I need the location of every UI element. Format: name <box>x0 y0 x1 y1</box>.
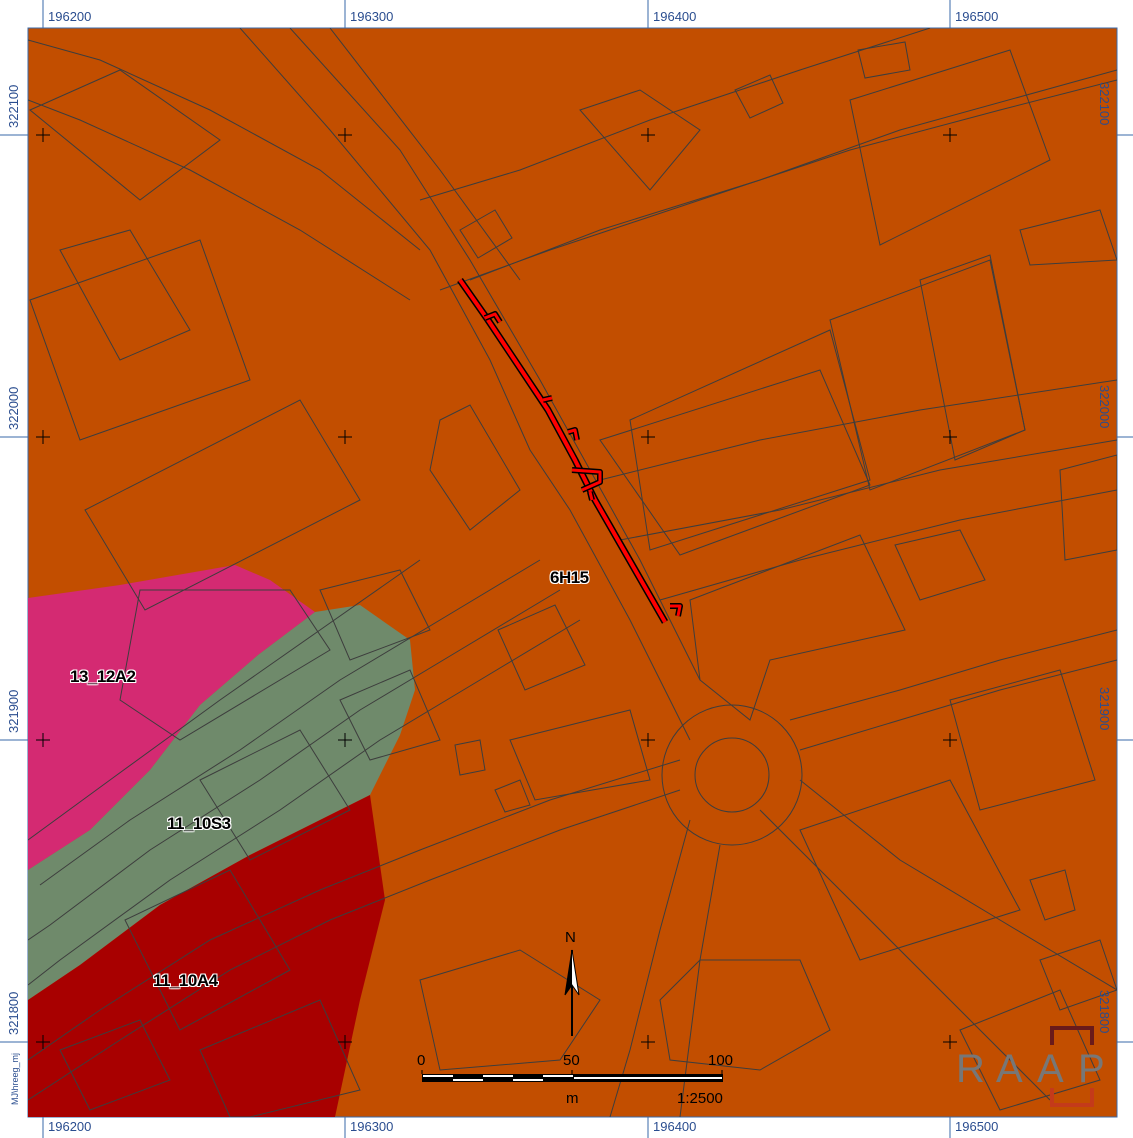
unit-label-11_10S3: 11_10S3 <box>167 814 231 833</box>
coord-bottom-196500: 196500 <box>955 1119 999 1134</box>
north-arrow-icon <box>564 949 580 1036</box>
coord-left-321800: 321800 <box>6 991 21 1035</box>
logo-letter-r: R <box>956 1047 985 1091</box>
grid-crosses <box>36 128 957 1049</box>
scale-ratio: 1:2500 <box>677 1090 723 1107</box>
coord-bottom-196300: 196300 <box>350 1119 394 1134</box>
coord-top-196400: 196400 <box>653 9 697 24</box>
trench-outline <box>457 277 683 624</box>
coord-right-322100: 322100 <box>1097 82 1112 126</box>
soil-unit-13_12A2 <box>28 565 315 870</box>
coord-left-321900: 321900 <box>6 689 21 733</box>
credit-text: MJ\hreeg_mj <box>10 1052 20 1105</box>
coord-bottom-196200: 196200 <box>48 1119 92 1134</box>
coord-right-321800: 321800 <box>1097 990 1112 1034</box>
scale-label-0: 0 <box>417 1052 426 1069</box>
scale-label-50: 50 <box>563 1052 580 1069</box>
unit-label-13_12A2: 13_12A2 <box>70 667 136 686</box>
coord-right-322000: 322000 <box>1097 385 1112 429</box>
north-label: N <box>565 929 576 946</box>
coord-right-321900: 321900 <box>1097 687 1112 731</box>
raap-logo-icon <box>1050 1026 1094 1107</box>
scale-bar-graphic <box>421 1070 723 1082</box>
logo-letter-p: P <box>1078 1047 1105 1091</box>
topography-lines <box>28 28 1117 1117</box>
coord-bottom-196400: 196400 <box>653 1119 697 1134</box>
scale-unit: m <box>566 1090 579 1107</box>
coord-left-322100: 322100 <box>6 84 21 128</box>
soil-unit-11_10A4 <box>28 795 385 1117</box>
logo-letter-a2: A <box>1037 1047 1064 1091</box>
coord-left-322000: 322000 <box>6 386 21 430</box>
logo-letter-a1: A <box>996 1047 1023 1091</box>
coord-top-196200: 196200 <box>48 9 92 24</box>
unit-label-6H15: 6H15 <box>550 568 589 587</box>
unit-label-11_10A4: 11_10A4 <box>153 971 218 990</box>
coord-top-196500: 196500 <box>955 9 999 24</box>
scale-label-100: 100 <box>708 1052 734 1069</box>
soil-unit-11_10S3 <box>28 605 415 1000</box>
coord-top-196300: 196300 <box>350 9 394 24</box>
